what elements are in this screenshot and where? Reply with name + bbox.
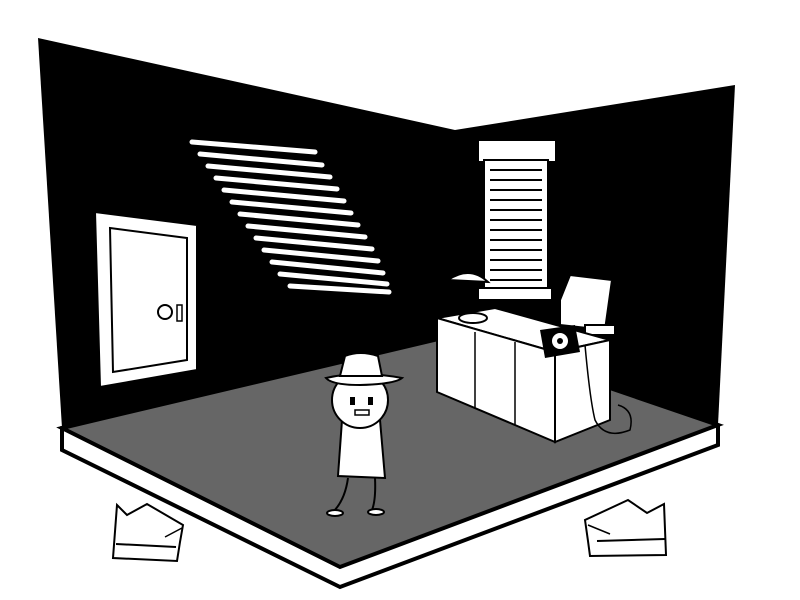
arrow-right-icon xyxy=(583,498,668,558)
safe-dial-icon xyxy=(157,304,173,320)
telephone[interactable] xyxy=(540,325,632,435)
detective-character[interactable] xyxy=(324,352,405,517)
rotate-left-button[interactable] xyxy=(111,502,185,563)
arrow-left-icon xyxy=(111,502,185,563)
desk-lamp[interactable] xyxy=(444,272,491,324)
office-chair[interactable] xyxy=(559,273,616,336)
wall-safe[interactable] xyxy=(93,210,198,389)
window[interactable] xyxy=(477,139,557,301)
blinds-light-shadow xyxy=(189,139,392,295)
rotate-right-button[interactable] xyxy=(583,498,668,558)
